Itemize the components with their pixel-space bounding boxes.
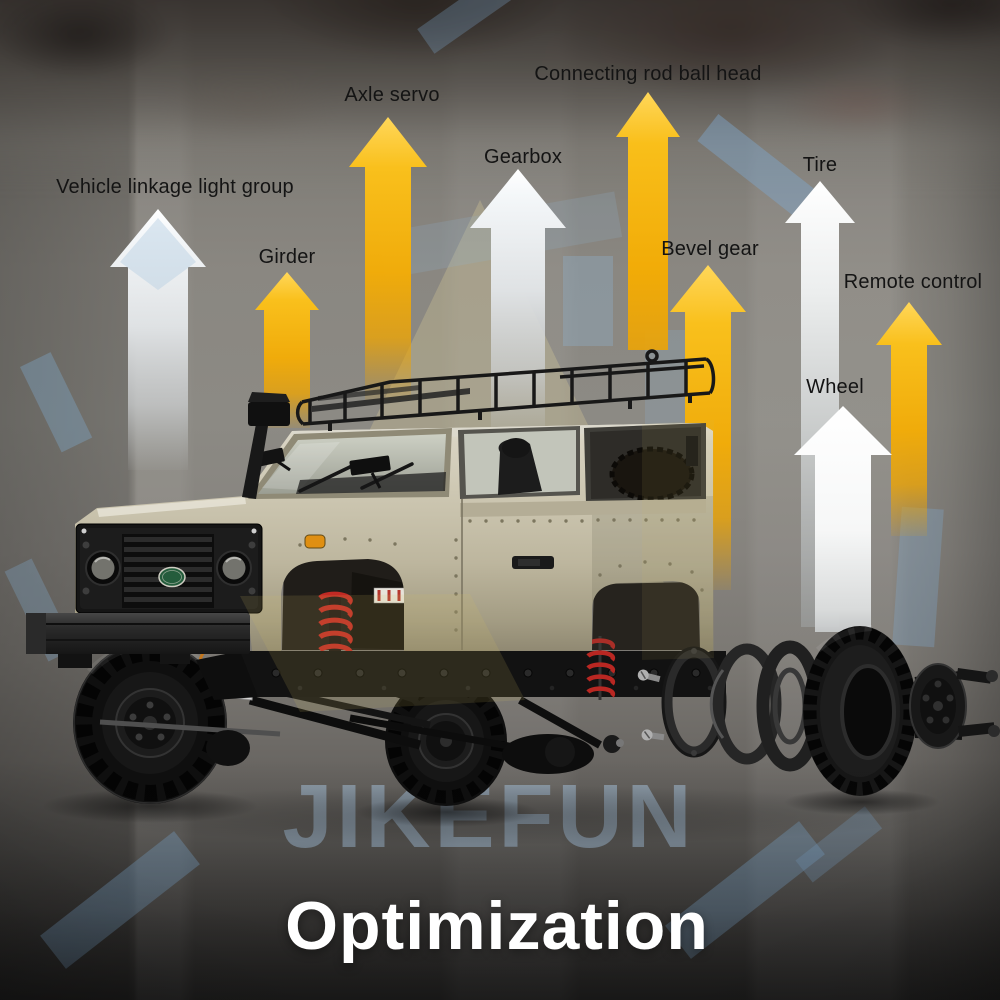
label-wheel: Wheel [806,376,864,398]
label-axle-servo: Axle servo [344,84,440,106]
page-title: Optimization [285,888,709,964]
label-tire: Tire [802,154,838,176]
label-gearbox: Gearbox [483,146,563,168]
label-girder: Girder [258,246,316,268]
label-vehicle-linkage-light-group: Vehicle linkage light group [56,176,294,198]
label-bevel-gear: Bevel gear [661,238,759,260]
label-remote-control: Remote control [843,271,983,293]
label-connecting-rod-ball-head: Connecting rod ball head [534,63,762,85]
